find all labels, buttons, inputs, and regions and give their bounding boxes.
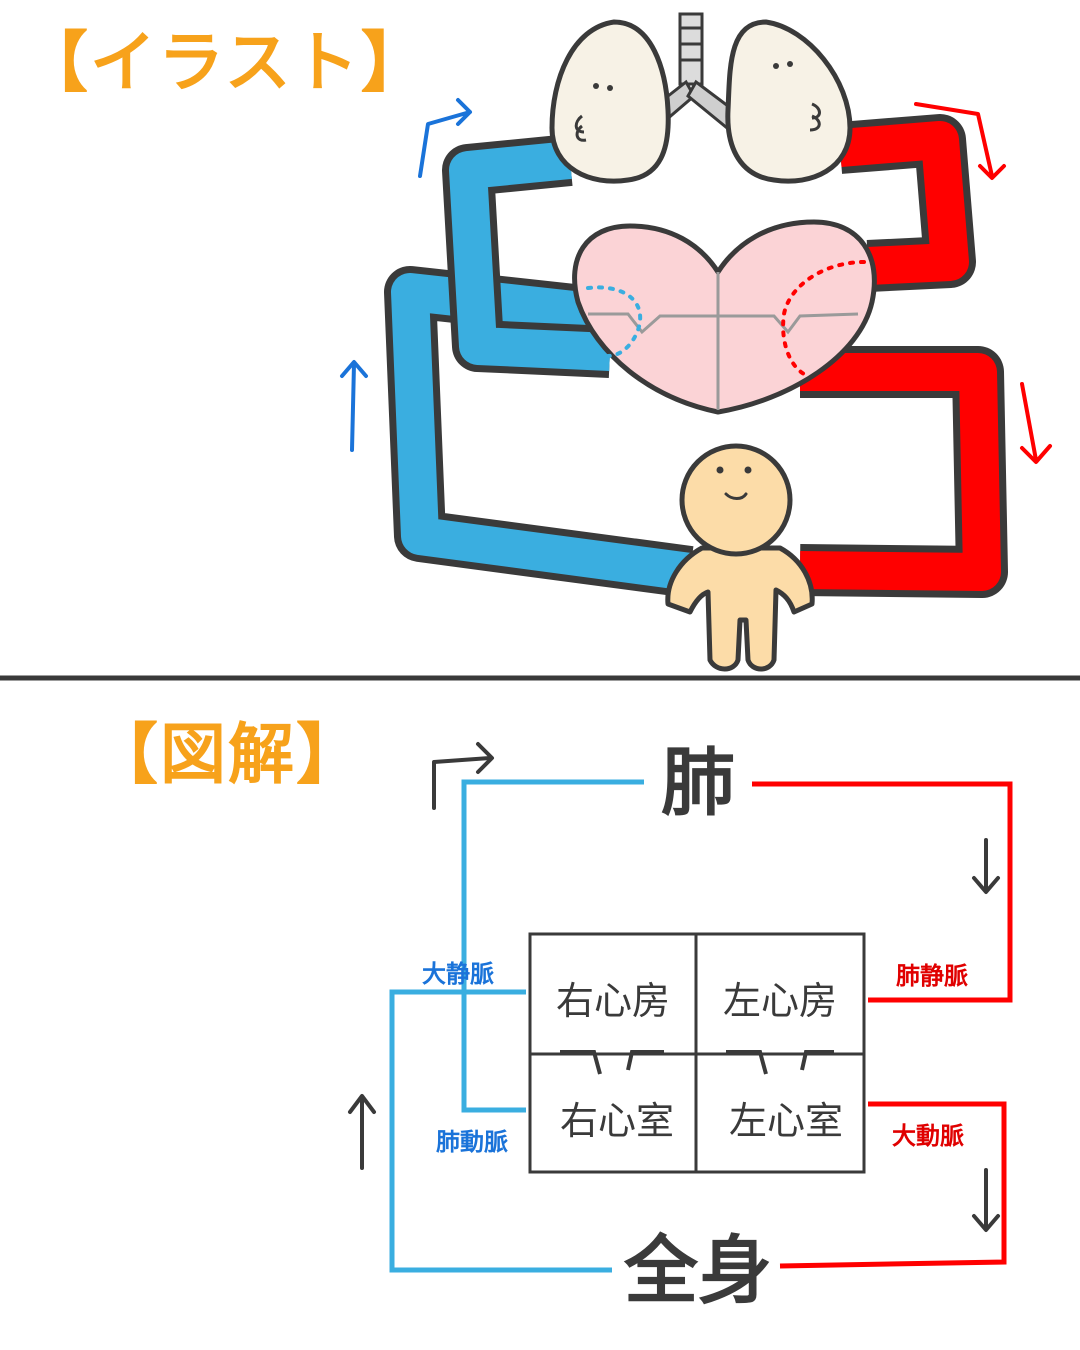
vena-cava-label: 大静脈 bbox=[422, 960, 494, 988]
aorta-label: 大動脈 bbox=[892, 1122, 964, 1150]
illustration bbox=[340, 12, 1052, 672]
pulmonary-vein-line bbox=[752, 781, 1013, 1003]
heart-icon bbox=[572, 219, 877, 415]
arrow-up-icon bbox=[348, 1094, 376, 1170]
pulmonary-artery-label: 肺動脈 bbox=[436, 1128, 508, 1156]
pulmonary-artery-line bbox=[461, 779, 644, 1113]
diagram: 肺 全身 右心房 左心房 右心室 左心室 大静脈 肺動脈 肺静脈 大動脈 bbox=[348, 740, 1013, 1314]
arrow-down-icon bbox=[972, 1168, 1000, 1232]
vena-cava-line bbox=[389, 989, 612, 1273]
left-ventricle-label: 左心室 bbox=[729, 1099, 843, 1143]
lung-label: 肺 bbox=[661, 740, 735, 826]
arrow-up-icon bbox=[340, 360, 368, 452]
right-atrium-label: 右心房 bbox=[556, 979, 670, 1023]
aorta-line bbox=[779, 1101, 1007, 1269]
pulmonary-vein-label: 肺静脈 bbox=[896, 962, 968, 990]
arrow-turn-right-icon bbox=[418, 98, 472, 178]
person-icon bbox=[665, 443, 815, 672]
right-ventricle-label: 右心室 bbox=[560, 1099, 674, 1143]
heart-chambers-box bbox=[528, 932, 866, 1174]
left-atrium-label: 左心房 bbox=[723, 979, 837, 1023]
lungs-icon bbox=[549, 12, 853, 184]
arrow-down-icon bbox=[972, 838, 1000, 894]
arrow-down-icon bbox=[914, 102, 1006, 180]
illustration-title: 【イラスト】 bbox=[22, 24, 429, 101]
arrow-down-icon bbox=[1020, 382, 1052, 464]
diagram-title: 【図解】 bbox=[92, 716, 364, 793]
arrow-turn-right-icon bbox=[432, 742, 494, 810]
body-label: 全身 bbox=[623, 1228, 772, 1314]
aorta-tube bbox=[799, 346, 1008, 598]
